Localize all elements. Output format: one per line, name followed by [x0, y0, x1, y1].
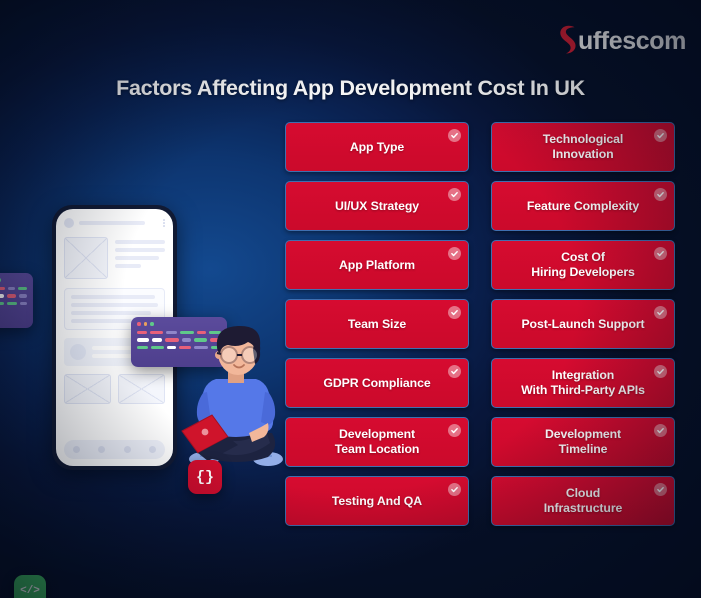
phone-thumbnail-row	[64, 374, 165, 404]
window-dots	[0, 278, 27, 282]
braces-badge-icon: {}	[188, 460, 222, 494]
phone-header-row	[64, 218, 165, 228]
factor-card[interactable]: Cloud Infrastructure	[491, 476, 675, 526]
logo-s-mark-icon	[560, 25, 576, 54]
check-circle-icon	[448, 365, 461, 378]
factor-card[interactable]: Integration With Third-Party APIs	[491, 358, 675, 408]
kebab-menu-icon	[163, 219, 165, 227]
developer-illustration	[181, 325, 283, 466]
factor-card[interactable]: Feature Complexity	[491, 181, 675, 231]
factor-card-label: Testing And QA	[331, 493, 423, 508]
page-title: Factors Affecting App Development Cost I…	[116, 76, 585, 100]
factor-card-label: Post-Launch Support	[521, 316, 645, 331]
title-placeholder	[79, 221, 145, 225]
factor-card[interactable]: UI/UX Strategy	[285, 181, 469, 231]
check-circle-icon	[654, 306, 667, 319]
factor-card[interactable]: App Type	[285, 122, 469, 172]
tile-avatar	[70, 344, 86, 360]
illustration-group: {} </>	[0, 195, 295, 598]
factor-card[interactable]: App Platform	[285, 240, 469, 290]
check-circle-icon	[448, 483, 461, 496]
image-placeholder-icon	[118, 374, 165, 404]
check-circle-icon	[448, 129, 461, 142]
logo-wordmark: uffescom	[578, 26, 686, 55]
factor-card[interactable]: Development Team Location	[285, 417, 469, 467]
suffescom-logo[interactable]: uffescom	[556, 24, 686, 58]
image-placeholder-icon	[64, 237, 108, 279]
factor-card[interactable]: Development Timeline	[491, 417, 675, 467]
factor-card-label: App Type	[349, 139, 405, 154]
factor-card[interactable]: Post-Launch Support	[491, 299, 675, 349]
code-window-left	[0, 273, 33, 328]
check-circle-icon	[448, 247, 461, 260]
check-circle-icon	[654, 365, 667, 378]
check-circle-icon	[448, 306, 461, 319]
factor-card[interactable]: Technological Innovation	[491, 122, 675, 172]
factor-card[interactable]: Testing And QA	[285, 476, 469, 526]
factor-card[interactable]: Cost Of Hiring Developers	[491, 240, 675, 290]
check-circle-icon	[448, 188, 461, 201]
text-lines-group	[115, 237, 165, 279]
check-circle-icon	[654, 188, 667, 201]
factor-card-label: Development Team Location	[334, 427, 420, 456]
avatar	[64, 218, 74, 228]
phone-bottom-nav	[64, 440, 165, 459]
factor-card-label: Cloud Infrastructure	[543, 486, 623, 515]
check-circle-icon	[654, 424, 667, 437]
factor-card-label: Cost Of Hiring Developers	[531, 250, 635, 279]
code-tag-badge-icon: </>	[14, 575, 46, 598]
check-circle-icon	[654, 247, 667, 260]
factor-card[interactable]: Team Size	[285, 299, 469, 349]
factor-card-label: Technological Innovation	[542, 132, 624, 161]
check-circle-icon	[654, 483, 667, 496]
phone-media-row	[64, 237, 165, 279]
factor-card-label: Development Timeline	[544, 427, 622, 456]
factor-card-label: Team Size	[347, 316, 407, 331]
factor-card-label: Feature Complexity	[526, 198, 640, 213]
check-circle-icon	[654, 129, 667, 142]
factor-card-label: App Platform	[339, 257, 415, 272]
factor-card[interactable]: GDPR Compliance	[285, 358, 469, 408]
check-circle-icon	[448, 424, 461, 437]
image-placeholder-icon	[64, 374, 111, 404]
factor-card-label: Integration With Third-Party APIs	[521, 368, 645, 397]
factor-card-label: UI/UX Strategy	[334, 198, 420, 213]
factor-card-label: GDPR Compliance	[323, 375, 431, 390]
